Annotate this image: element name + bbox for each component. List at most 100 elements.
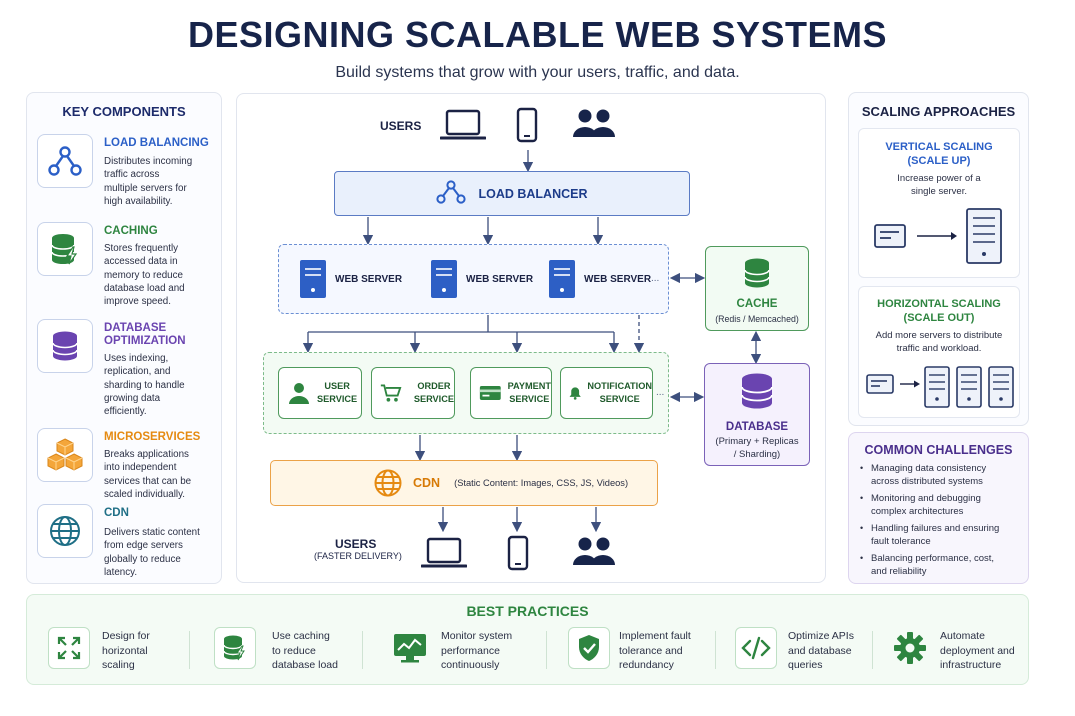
- component-name: CACHING: [104, 225, 158, 237]
- smartphone-icon: [516, 107, 538, 148]
- practice-divider: [546, 631, 547, 669]
- cache-subtitle: (Redis / Memcached): [715, 314, 799, 324]
- scaling-approaches-panel: SCALING APPROACHES VERTICAL SCALING(SCAL…: [848, 92, 1029, 426]
- network-icon: [37, 134, 93, 188]
- user-icon: [289, 383, 309, 404]
- component-name: CDN: [104, 507, 129, 519]
- horizontal-scaling-title: HORIZONTAL SCALING(SCALE OUT): [877, 298, 1001, 324]
- shield-check-icon: [568, 627, 610, 669]
- users-bottom-subtitle: (FASTER DELIVERY): [314, 551, 402, 561]
- user-group-icon: [572, 108, 616, 143]
- load-balancer-node: LOAD BALANCER: [334, 171, 690, 216]
- globe-icon: [37, 504, 93, 558]
- practice-divider: [872, 631, 873, 669]
- page-title: DESIGNING SCALABLE WEB SYSTEMS: [187, 14, 888, 55]
- practice-divider: [189, 631, 190, 669]
- scaling-heading: SCALING APPROACHES: [861, 104, 1016, 119]
- page-subtitle: Build systems that grow with your users,…: [335, 64, 740, 81]
- expand-icon: [48, 627, 90, 669]
- web-server-node: WEB SERVER: [430, 259, 533, 299]
- laptop-icon: [420, 536, 468, 575]
- web-server-node: WEB SERVER: [299, 259, 402, 299]
- practice-divider: [362, 631, 363, 669]
- database-title: DATABASE: [725, 421, 789, 433]
- database-bolt-icon: [214, 627, 256, 669]
- database-icon: [705, 372, 809, 415]
- user-group-icon: [572, 536, 616, 571]
- vertical-scaling-title: VERTICAL SCALING(SCALE UP): [885, 141, 993, 167]
- vertical-scaling-card: VERTICAL SCALING(SCALE UP) Increase powe…: [858, 128, 1020, 278]
- cdn-node: CDN (Static Content: Images, CSS, JS, Vi…: [270, 460, 658, 506]
- card-icon: [479, 386, 501, 400]
- web-server-node: WEB SERVER: [548, 259, 651, 299]
- scale-out-illustration: [866, 366, 1014, 408]
- server-icon: [300, 260, 326, 298]
- load-balancer-label: LOAD BALANCER: [478, 186, 588, 201]
- users-bottom-label: USERS: [335, 537, 377, 551]
- database-icon: [706, 257, 808, 294]
- key-components-panel: KEY COMPONENTS LOAD BALANCING Distribute…: [26, 92, 222, 584]
- laptop-icon: [439, 108, 487, 147]
- best-practices-heading: BEST PRACTICES: [466, 603, 589, 619]
- web-server-group: WEB SERVER WEB SERVER WEB SERVER ...: [278, 244, 669, 314]
- gear-icon: [889, 627, 931, 669]
- more-services-ellipsis: ...: [656, 387, 665, 398]
- database-node: DATABASE (Primary + Replicas/ Sharding): [704, 363, 810, 466]
- practice-divider: [715, 631, 716, 669]
- component-name: MICROSERVICES: [104, 431, 201, 443]
- database-icon: [37, 319, 93, 373]
- more-servers-ellipsis: ...: [651, 273, 660, 284]
- users-top-label: USERS: [380, 119, 422, 133]
- database-subtitle: (Primary + Replicas/ Sharding): [715, 436, 799, 460]
- horizontal-scaling-card: HORIZONTAL SCALING(SCALE OUT) Add more s…: [858, 286, 1020, 418]
- component-name: LOAD BALANCING: [104, 137, 209, 149]
- monitor-icon: [389, 627, 431, 669]
- database-bolt-icon: [37, 222, 93, 276]
- bell-icon: [569, 387, 581, 400]
- server-icon: [431, 260, 457, 298]
- smartphone-icon: [507, 535, 529, 576]
- scale-up-illustration: [874, 208, 1002, 264]
- cart-icon: [380, 384, 402, 402]
- cdn-subtitle: (Static Content: Images, CSS, JS, Videos…: [454, 478, 629, 488]
- cubes-icon: [37, 428, 93, 482]
- challenges-heading: COMMON CHALLENGES: [864, 443, 1013, 457]
- server-icon: [549, 260, 575, 298]
- cache-node: CACHE (Redis / Memcached): [705, 246, 809, 331]
- code-icon: [735, 627, 777, 669]
- key-components-heading: KEY COMPONENTS: [62, 104, 186, 119]
- network-icon: [436, 180, 467, 207]
- cache-title: CACHE: [736, 298, 778, 310]
- common-challenges-panel: COMMON CHALLENGES •Managing data consist…: [848, 432, 1029, 584]
- challenge-item: •Balancing performance, cost,and reliabi…: [860, 553, 995, 577]
- globe-icon: [374, 469, 402, 497]
